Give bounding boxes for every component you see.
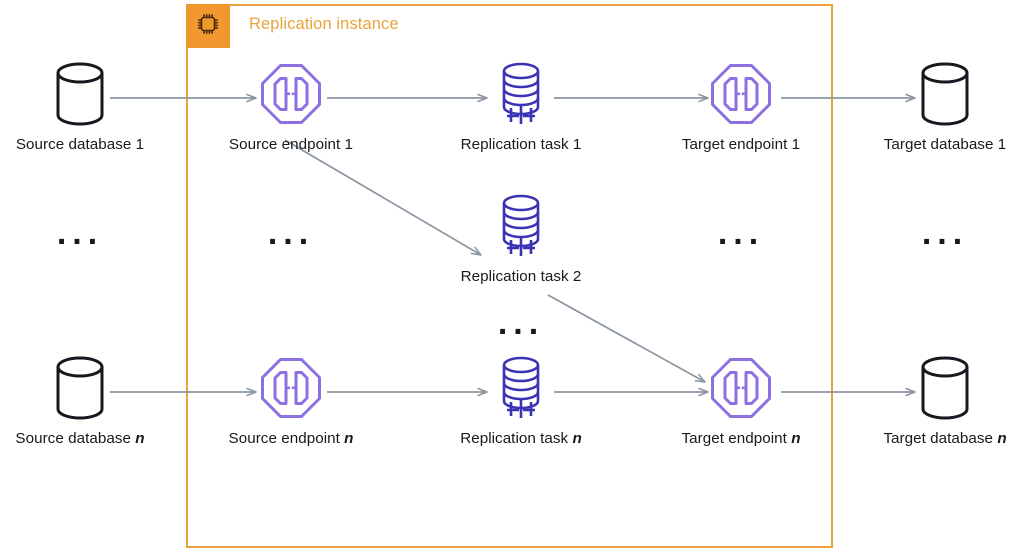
ellipsis-source-database-column: ... (56, 214, 104, 252)
node-label: Target endpoint n (681, 430, 801, 447)
node-source-endpoint-n[interactable]: Source endpoint n (211, 352, 371, 447)
ellipsis-target-database-column: ... (921, 214, 969, 252)
replication-instance-badge (186, 4, 230, 48)
node-label: Target database 1 (883, 136, 1007, 153)
database-cylinder-icon (0, 58, 160, 130)
node-label: Source endpoint n (228, 430, 354, 447)
node-label: Target database n (883, 430, 1007, 447)
chip-icon (194, 10, 222, 43)
node-replication-task-1[interactable]: Replication task 1 (441, 58, 601, 153)
replication-instance-label: Replication instance (249, 15, 399, 33)
replication-instance-container (186, 4, 833, 548)
node-replication-task-n[interactable]: Replication task n (441, 352, 601, 447)
ellipsis-replication-task-column: ... (497, 304, 545, 342)
database-cylinder-icon (0, 352, 160, 424)
node-target-database-n[interactable]: Target database n (865, 352, 1024, 447)
replication-task-icon (441, 352, 601, 424)
endpoint-octagon-icon (661, 58, 821, 130)
ellipsis-source-endpoint-column: ... (267, 214, 315, 252)
endpoint-octagon-icon (211, 58, 371, 130)
node-label: Source database n (15, 430, 145, 447)
node-label: Replication task 2 (460, 268, 582, 285)
node-target-endpoint-1[interactable]: Target endpoint 1 (661, 58, 821, 153)
database-cylinder-icon (865, 58, 1024, 130)
node-target-database-1[interactable]: Target database 1 (865, 58, 1024, 153)
endpoint-octagon-icon (211, 352, 371, 424)
node-source-database-n[interactable]: Source database n (0, 352, 160, 447)
replication-task-icon (441, 58, 601, 130)
node-target-endpoint-n[interactable]: Target endpoint n (661, 352, 821, 447)
node-label: Replication task 1 (460, 136, 582, 153)
node-source-database-1[interactable]: Source database 1 (0, 58, 160, 153)
ellipsis-target-endpoint-column: ... (717, 214, 765, 252)
endpoint-octagon-icon (661, 352, 821, 424)
node-label: Replication task n (460, 430, 582, 447)
node-replication-task-2[interactable]: Replication task 2 (441, 190, 601, 285)
node-source-endpoint-1[interactable]: Source endpoint 1 (211, 58, 371, 153)
node-label: Source endpoint 1 (228, 136, 354, 153)
node-label: Target endpoint 1 (681, 136, 801, 153)
database-cylinder-icon (865, 352, 1024, 424)
replication-task-icon (441, 190, 601, 262)
node-label: Source database 1 (15, 136, 145, 153)
